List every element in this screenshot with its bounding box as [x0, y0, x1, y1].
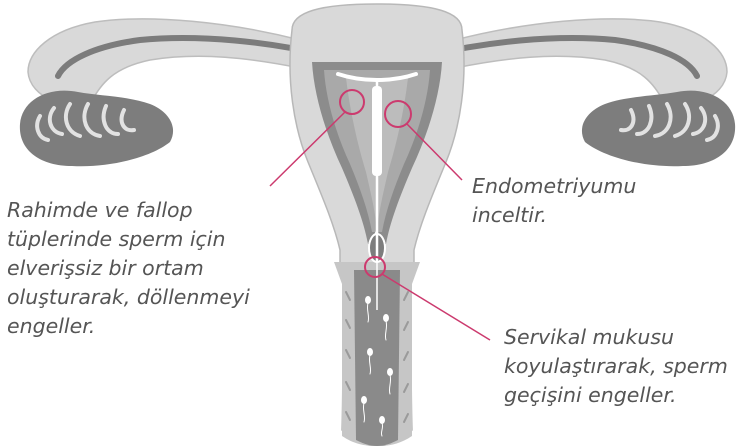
caption-line: Endometriyumu: [472, 172, 636, 201]
caption-line: oluşturarak, döllenmeyi: [7, 283, 250, 312]
caption-line: koyulaştırarak, sperm: [504, 352, 728, 381]
caption-line: engeller.: [7, 312, 250, 341]
endometrium-caption: Endometriyumu inceltir.: [472, 172, 636, 230]
caption-line: geçişini engeller.: [504, 381, 728, 410]
left-ovary: [20, 91, 173, 167]
caption-line: Servikal mukusu: [504, 323, 728, 352]
caption-line: inceltir.: [472, 201, 636, 230]
caption-line: tüplerinde sperm için: [7, 225, 250, 254]
cervix-caption: Servikal mukusu koyulaştırarak, sperm ge…: [504, 323, 728, 410]
caption-line: elverişsiz bir ortam: [7, 254, 250, 283]
right-ovary: [582, 91, 735, 167]
fallopian-caption: Rahimde ve fallop tüplerinde sperm için …: [7, 196, 250, 341]
caption-line: Rahimde ve fallop: [7, 196, 250, 225]
